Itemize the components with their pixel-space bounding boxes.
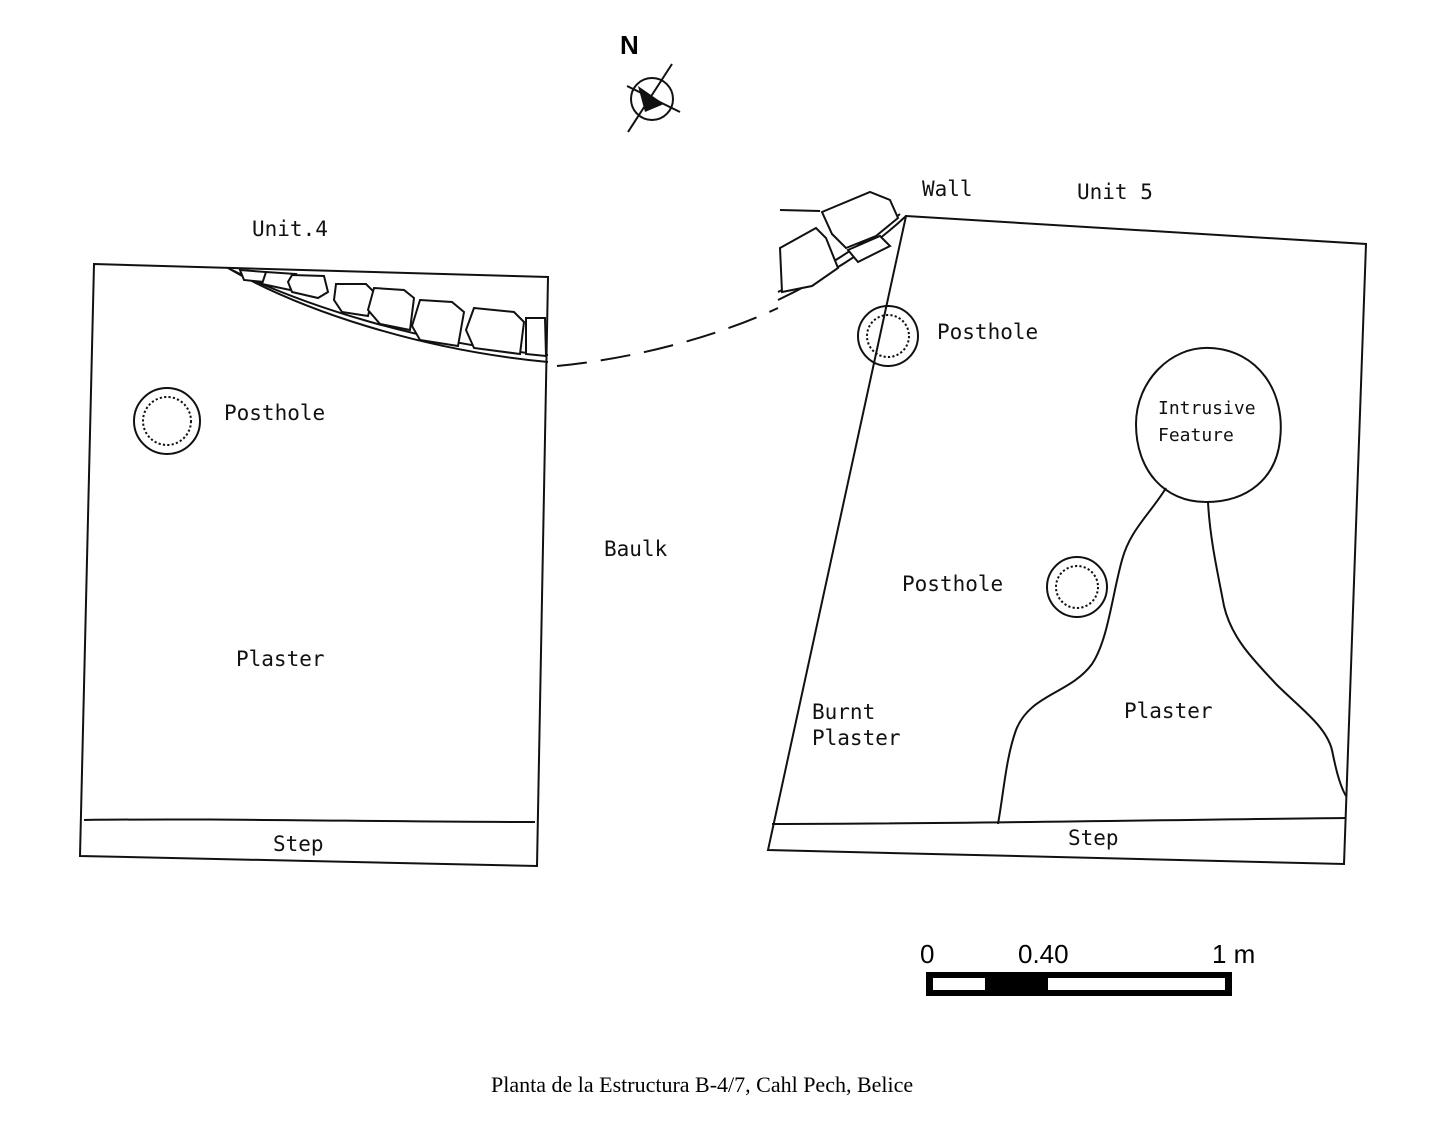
burnt-plaster-boundary (997, 487, 1167, 825)
unit-4-outline (78, 262, 550, 868)
unit-4-step-label: Step (273, 832, 324, 856)
unit-5-posthole-top (857, 305, 919, 367)
unit-5-posthole-mid (1046, 556, 1108, 618)
wall-label: Wall (922, 177, 973, 201)
scale-bar-segment-3 (1048, 978, 1225, 990)
north-label: N (620, 30, 639, 60)
unit-4-plaster-label: Plaster (236, 647, 325, 671)
plaster-boundary-right (1207, 501, 1347, 797)
unit-5-step-label: Step (1068, 826, 1119, 850)
scale-label-start: 0 (920, 939, 934, 969)
intrusive-feature-outline (1134, 346, 1282, 504)
unit-5-title: Unit 5 (1077, 180, 1153, 204)
north-arrow-icon (626, 63, 681, 133)
unit-4-title: Unit.4 (252, 217, 328, 241)
unit-4: Unit.4 Step Posthole Plaster (78, 217, 550, 868)
scale-bar: 0 0.40 1 m (920, 939, 1255, 996)
unit-5-outline (766, 209, 1368, 866)
intrusive-feature-label-2: Feature (1158, 425, 1234, 446)
baulk-label: Baulk (604, 537, 668, 561)
unit-5-step-edge (771, 817, 1347, 825)
unit-5: Wall Unit 5 Step Posthole Intrusive Feat… (766, 177, 1368, 866)
unit-5-posthole-mid-label: Posthole (902, 572, 1003, 596)
scale-bar-segment-1 (933, 978, 985, 990)
unit-5-wall-stones (777, 190, 907, 301)
figure-caption: Planta de la Estructura B-4/7, Cahl Pech… (491, 1072, 913, 1097)
burnt-plaster-label-1: Burnt (812, 700, 875, 724)
projected-wall-line (556, 307, 779, 367)
unit-5-plaster-label: Plaster (1124, 699, 1213, 723)
unit-4-posthole-label: Posthole (224, 401, 325, 425)
unit-5-posthole-top-label: Posthole (937, 320, 1038, 344)
burnt-plaster-label-2: Plaster (812, 726, 901, 750)
scale-label-end: 1 m (1212, 939, 1255, 969)
unit-4-posthole (133, 387, 201, 455)
intrusive-feature-label-1: Intrusive (1158, 398, 1256, 419)
scale-label-mid: 0.40 (1018, 939, 1069, 969)
unit-4-step-edge (83, 818, 536, 823)
north-arrow: N (620, 30, 681, 133)
unit-4-wall-stones (227, 267, 549, 363)
